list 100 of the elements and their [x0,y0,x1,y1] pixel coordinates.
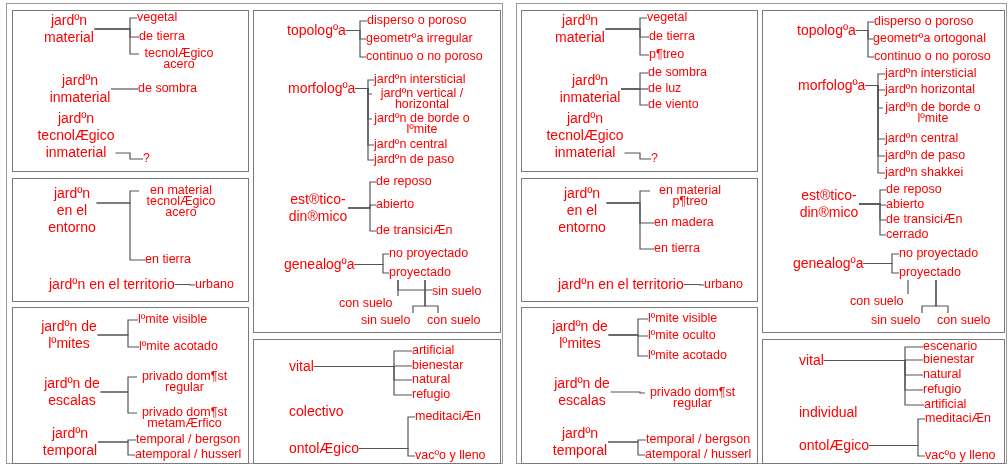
item-label: jardºn vertical / horizontal [372,88,472,110]
item-label: de viento [648,97,699,112]
category-label: jardºn en el entorno [557,185,607,236]
panel-box [521,307,758,464]
item-label: lºmite acotado [648,348,727,363]
panel-box [12,10,249,172]
panel-box [762,10,1005,333]
connector-line [97,441,136,456]
category-label: ontolÆgico [799,437,870,454]
connector-line [868,444,926,457]
item-label: de tierra [649,29,695,44]
item-label: jardºn intersticial [885,66,977,81]
item-label: jardºn shakkei [885,165,964,180]
item-label: no proyectado [899,246,979,261]
connector-line [620,88,649,106]
item-label: natural [923,367,962,382]
item-label: no proyectado [389,246,469,261]
item-label: de reposo [376,174,432,189]
connector-line [358,447,416,457]
category-label: vital [799,352,824,369]
item-label: urbano [704,277,743,292]
category-label: jardºn temporal [42,425,98,459]
panel-box [762,339,1005,464]
item-label: jardºn central [374,137,448,152]
category-label: topologºa [287,22,346,39]
item-label: de sombra [138,81,198,96]
item-label: temporal / bergson [646,432,751,447]
item-label: atemporal / husserl [135,447,242,462]
category-label: genealogºa [284,256,355,273]
connector-line [95,202,146,261]
panel-box [253,339,501,464]
item-label: en tierra [654,241,700,256]
item-label: lºmite visible [138,312,208,327]
panel-box [253,10,501,333]
category-label: individual [799,404,858,421]
frame-box [516,3,1007,464]
item-label: de transiciÆn [376,223,453,238]
item-label: lºmite oculto [648,328,716,343]
item-label: lºmite visible [648,311,718,326]
item-label: sin suelo [361,313,411,328]
item-label: en material tecnolÆgico acero [139,185,223,218]
item-label: tecnolÆgico acero [139,48,219,70]
connector-line [605,202,655,250]
category-label: jardºn de escalas [553,375,611,409]
item-label: lºmite acotado [139,339,218,354]
item-label: ? [651,151,658,166]
connector-line [607,441,646,456]
category-label: morfologºa [288,80,356,97]
item-label: con suelo [339,296,393,311]
category-label: jardºn de escalas [43,375,101,409]
category-label: jardºn material [43,12,95,46]
item-label: ? [143,151,150,166]
item-label: jardºn de paso [885,148,966,163]
item-label: meditaciÆn [925,411,991,426]
item-label: de reposo [886,182,942,197]
panel-box [12,178,249,302]
item-label: cerrado [886,227,929,242]
item-label: disperso o poroso [367,13,467,28]
item-label: artificial [412,343,455,358]
item-label: p¶treo [649,47,685,62]
item-label: jardºn central [885,131,959,146]
item-label: urbano [195,277,234,292]
item-label: abierto [376,197,415,212]
item-label: en madera [654,215,714,230]
item-label: vegetal [647,10,688,25]
connector-line [93,28,140,55]
connector-line [110,88,139,90]
connector-line [114,152,144,160]
category-label: genealogºa [793,255,864,272]
item-label: bienestar [923,352,975,367]
category-label: jardºn temporal [552,425,608,459]
item-label: jardºn de paso [374,152,455,167]
item-label: de tierra [139,29,185,44]
item-label: meditaciÆn [415,409,481,424]
connector-line [862,262,900,274]
connector-line [607,334,649,357]
connector-line [424,279,439,314]
item-label: geometrºa ortogonal [873,31,986,46]
item-label: con suelo [937,313,991,328]
connector-line [864,84,886,174]
category-label: topologºa [797,22,856,39]
item-label: privado dom¶st metamÆrfico [137,407,232,429]
connector-line [855,29,875,58]
item-label: en material p¶treo [650,185,730,207]
item-label: proyectado [389,265,451,280]
item-label: sin suelo [871,313,921,328]
panel-box [521,178,758,302]
item-label: atemporal / husserl [645,447,752,462]
item-label: artificial [924,397,967,412]
item-label: en tierra [145,252,191,267]
connector-line [604,28,650,56]
item-label: continuo o no poroso [874,49,991,64]
panel-box [12,307,249,464]
item-label: de transiciÆn [886,212,963,227]
item-label: con suelo [850,294,904,309]
item-label: refugio [412,387,451,402]
connector-line [174,283,196,286]
connector-line [96,334,140,348]
category-label: colectivo [289,403,344,420]
item-label: vacºo y lleno [925,448,996,463]
